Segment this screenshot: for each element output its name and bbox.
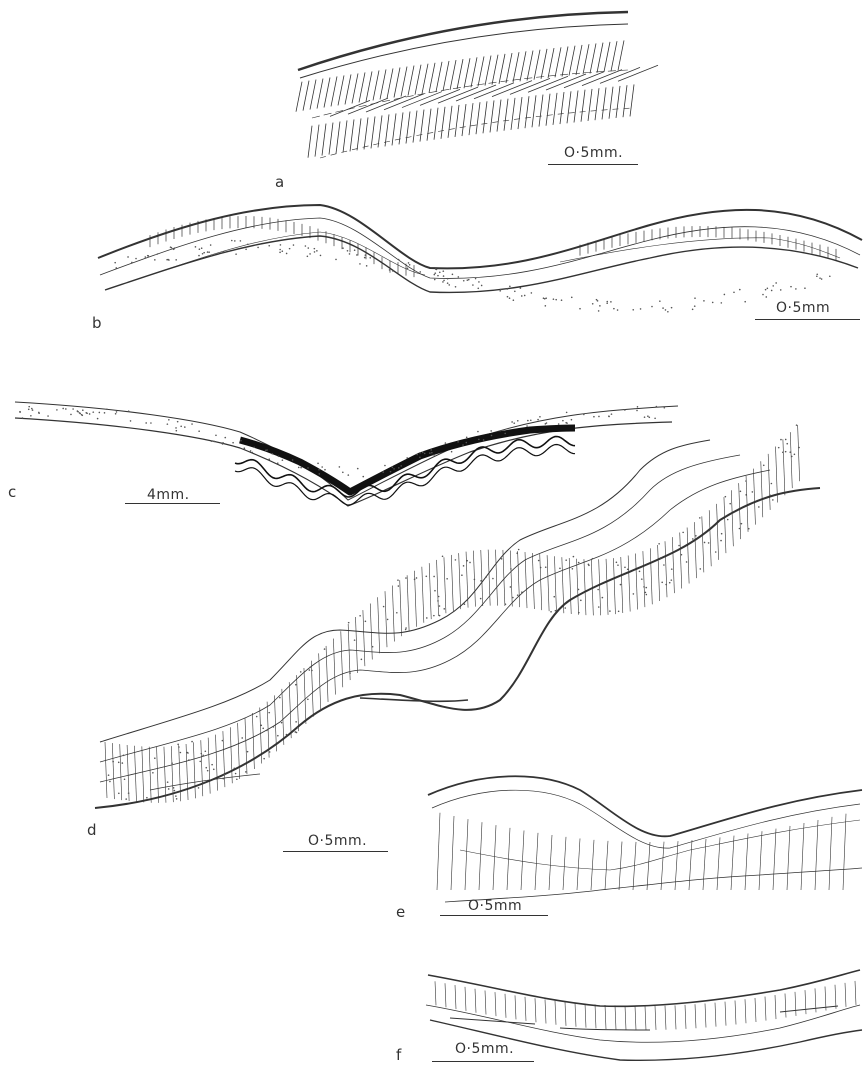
panel-d-label: d — [87, 821, 97, 839]
panel-d-drawing — [95, 424, 820, 808]
panel-a-scale-text: O·5mm. — [564, 145, 623, 161]
panel-c-label: c — [8, 483, 16, 501]
panel-e-scale-bar — [440, 915, 548, 916]
panel-d-scale-bar — [283, 851, 388, 852]
panel-d-scale-text: O·5mm. — [308, 833, 367, 849]
panel-c-scale-bar — [125, 503, 220, 504]
panel-b-scale-text: O·5mm — [776, 300, 830, 316]
panel-c-scale-text: 4mm. — [147, 487, 190, 503]
panel-b-drawing — [98, 205, 862, 313]
panel-a-label: a — [275, 173, 284, 191]
panel-a-drawing — [296, 12, 658, 158]
panel-e-label: e — [396, 903, 405, 921]
panel-e-drawing — [428, 776, 862, 902]
panel-c-drawing — [15, 402, 678, 506]
panel-e-scale-text: O·5mm — [468, 898, 522, 914]
panel-f-label: f — [396, 1046, 401, 1064]
panel-b-scale-bar — [755, 319, 860, 320]
panel-a-scale-bar — [548, 164, 638, 165]
panel-f-scale-text: O·5mm. — [455, 1041, 514, 1057]
panel-f-scale-bar — [432, 1061, 534, 1062]
panel-b-label: b — [92, 314, 102, 332]
